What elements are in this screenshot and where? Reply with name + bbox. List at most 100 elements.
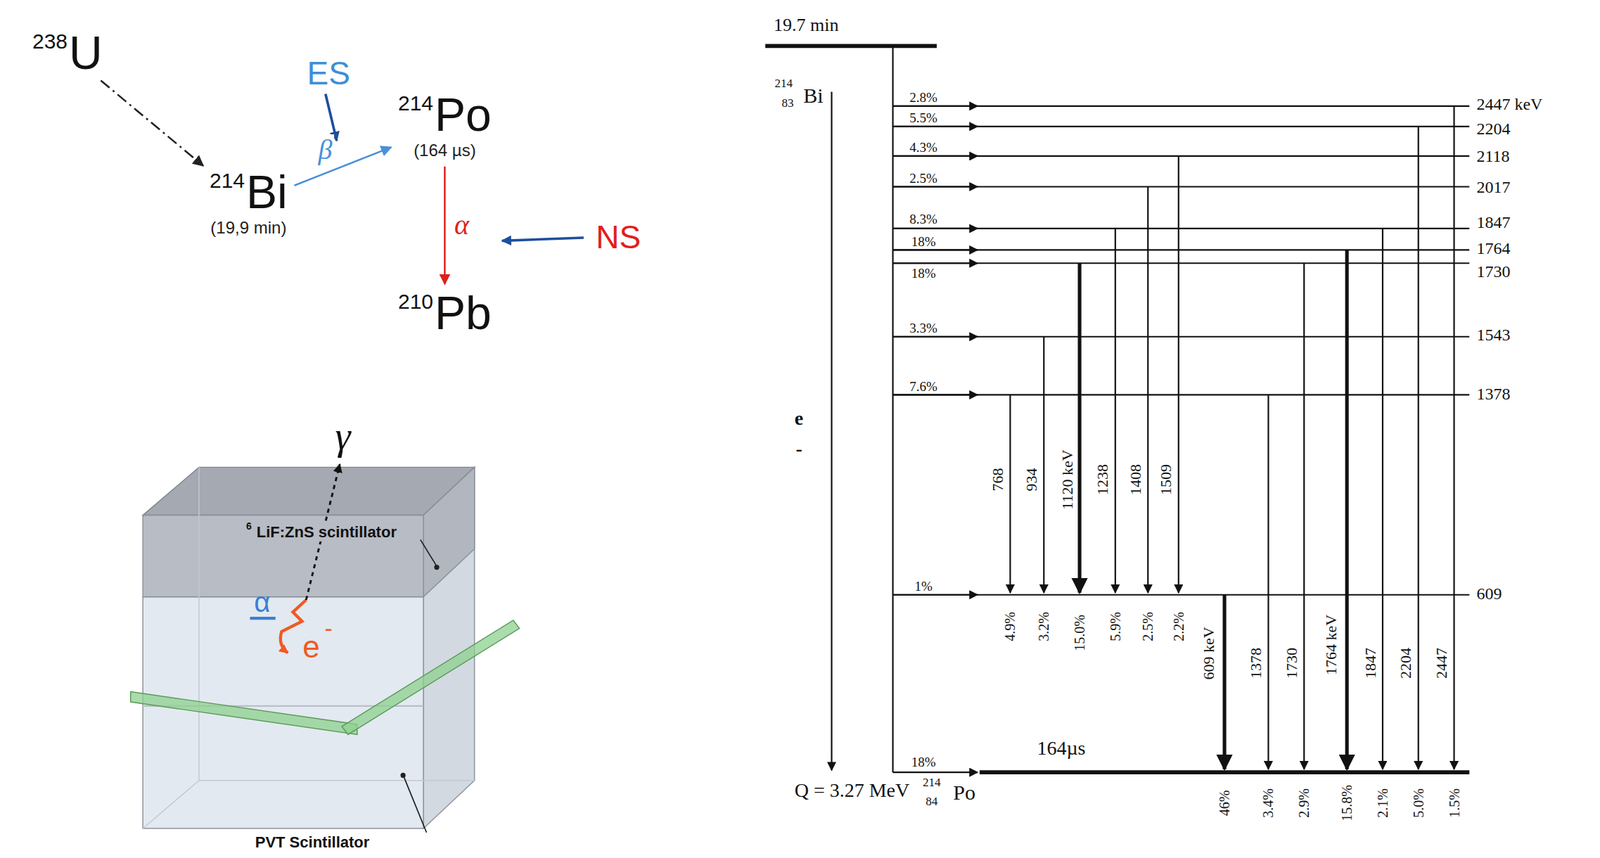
level-line xyxy=(893,125,1470,128)
half-life: 164µs xyxy=(1036,737,1086,759)
branch-arrow xyxy=(893,771,978,773)
gamma-arrow xyxy=(1345,249,1349,769)
mass-number: 214 xyxy=(922,775,942,790)
gamma-energy: 1847 xyxy=(1361,647,1379,679)
branch-arrow xyxy=(893,155,978,157)
decay-scheme xyxy=(765,45,1470,773)
level-energy: 1764 xyxy=(1476,238,1510,257)
level-energy: 2118 xyxy=(1476,146,1510,166)
half-life: (19,9 min) xyxy=(209,218,288,239)
branching-ratio: 7.6% xyxy=(909,379,938,394)
level-energy: 1543 xyxy=(1476,325,1510,344)
branch-arrow xyxy=(893,336,978,338)
gamma-arrow xyxy=(1223,594,1227,770)
branch-arrow xyxy=(893,125,978,128)
half-life: 19.7 min xyxy=(773,15,839,36)
gamma-intensity: 2.9% xyxy=(1296,788,1312,818)
gamma-arrow xyxy=(1009,394,1011,593)
ground-level xyxy=(979,770,1470,775)
branching-ratio: 18% xyxy=(911,265,937,281)
gamma-energy: 1764 keV xyxy=(1322,614,1340,676)
branch-arrow xyxy=(893,227,978,230)
level-energy: 1378 xyxy=(1476,384,1510,403)
mass-number: 238 xyxy=(32,30,68,53)
atomic-number: 84 xyxy=(925,795,938,809)
gamma-energy: 934 xyxy=(1023,467,1041,491)
gamma-arrow xyxy=(1417,126,1420,770)
element-symbol: Pb xyxy=(434,289,492,337)
branching-ratio: 2.5% xyxy=(909,170,938,186)
branching-ratio: 18% xyxy=(911,754,937,770)
nuclide-row: 214Bi xyxy=(209,168,288,216)
element-symbol: U xyxy=(68,29,103,76)
beta-arrow xyxy=(830,92,832,771)
level-energy: 2204 xyxy=(1476,119,1510,138)
alpha-symbol: α xyxy=(253,586,271,618)
gamma-intensity: 15.8% xyxy=(1339,784,1355,822)
mass-number: 214 xyxy=(209,170,245,192)
electron-symbol: e xyxy=(302,630,320,664)
gamma-arrow xyxy=(1114,228,1117,593)
leader-dot xyxy=(433,564,439,570)
level-energy: 2447 keV xyxy=(1476,94,1543,114)
process-label: NS xyxy=(595,218,641,255)
ns-pointer xyxy=(502,237,584,241)
gamma-arrow xyxy=(1147,186,1149,593)
nuclide-box: 238U xyxy=(28,26,107,79)
branch-arrow xyxy=(893,393,978,396)
level-energy: 1847 xyxy=(1476,213,1510,232)
branching-ratio: 5.5% xyxy=(909,111,938,126)
gamma-arrow xyxy=(1267,394,1269,769)
atomic-number: 83 xyxy=(782,96,795,110)
gamma-intensity: 2.1% xyxy=(1374,788,1391,818)
gamma-intensity: 2.2% xyxy=(1170,611,1187,642)
gamma-energy: 1238 xyxy=(1094,464,1112,496)
gamma-intensity: 1.5% xyxy=(1446,788,1463,818)
charge-sign: - xyxy=(795,438,802,460)
gamma-arrow xyxy=(1178,156,1180,593)
level-line xyxy=(893,185,1470,188)
gamma-intensity: 2.5% xyxy=(1140,611,1156,642)
mass-number: 214 xyxy=(775,77,794,91)
gamma-symbol: γ xyxy=(334,414,351,459)
charge-sign: - xyxy=(324,615,333,642)
gamma-energy: 768 xyxy=(989,467,1007,491)
mass-number: 6 xyxy=(246,521,252,532)
element-symbol: Po xyxy=(434,91,492,138)
gamma-arrow xyxy=(1042,336,1045,593)
nuclide-row: 210Pb xyxy=(398,289,492,337)
nuclide-box: 214Po(164 µs) xyxy=(393,88,496,164)
gamma-arrow xyxy=(1381,228,1384,770)
gamma-intensity: 5.9% xyxy=(1107,611,1124,642)
parent-level xyxy=(765,43,937,48)
edge-label: α xyxy=(452,209,472,241)
mass-number: 210 xyxy=(398,291,434,313)
gamma-intensity: 3.4% xyxy=(1260,788,1276,818)
level-energy: 609 xyxy=(1476,584,1502,603)
branching-ratio: 18% xyxy=(911,234,937,249)
gamma-energy: 609 keV xyxy=(1200,626,1218,680)
branch-arrow xyxy=(893,594,978,596)
nuclide-box: 210Pb xyxy=(393,286,496,339)
gamma-energy: 1730 xyxy=(1283,647,1301,679)
branch-arrow xyxy=(893,262,978,264)
gamma-energy: 2447 xyxy=(1433,647,1451,679)
detector-cube xyxy=(130,466,520,829)
level-line xyxy=(893,155,1470,157)
nuclide-row: 214Po xyxy=(398,91,492,138)
decay-arrow xyxy=(293,146,392,185)
branch-arrow xyxy=(893,248,978,251)
part-name: LiF:ZnS scintillator xyxy=(255,523,399,541)
branch-arrow xyxy=(893,185,978,188)
gamma-arrow xyxy=(1303,263,1305,770)
level-energy: 2017 xyxy=(1476,177,1510,196)
leader-line xyxy=(420,539,437,567)
branching-ratio: 3.3% xyxy=(909,321,938,337)
half-life: (164 µs) xyxy=(398,140,492,162)
level-line xyxy=(893,105,1470,107)
branching-ratio: 4.3% xyxy=(909,140,938,156)
gamma-intensity: 4.9% xyxy=(1002,611,1018,642)
